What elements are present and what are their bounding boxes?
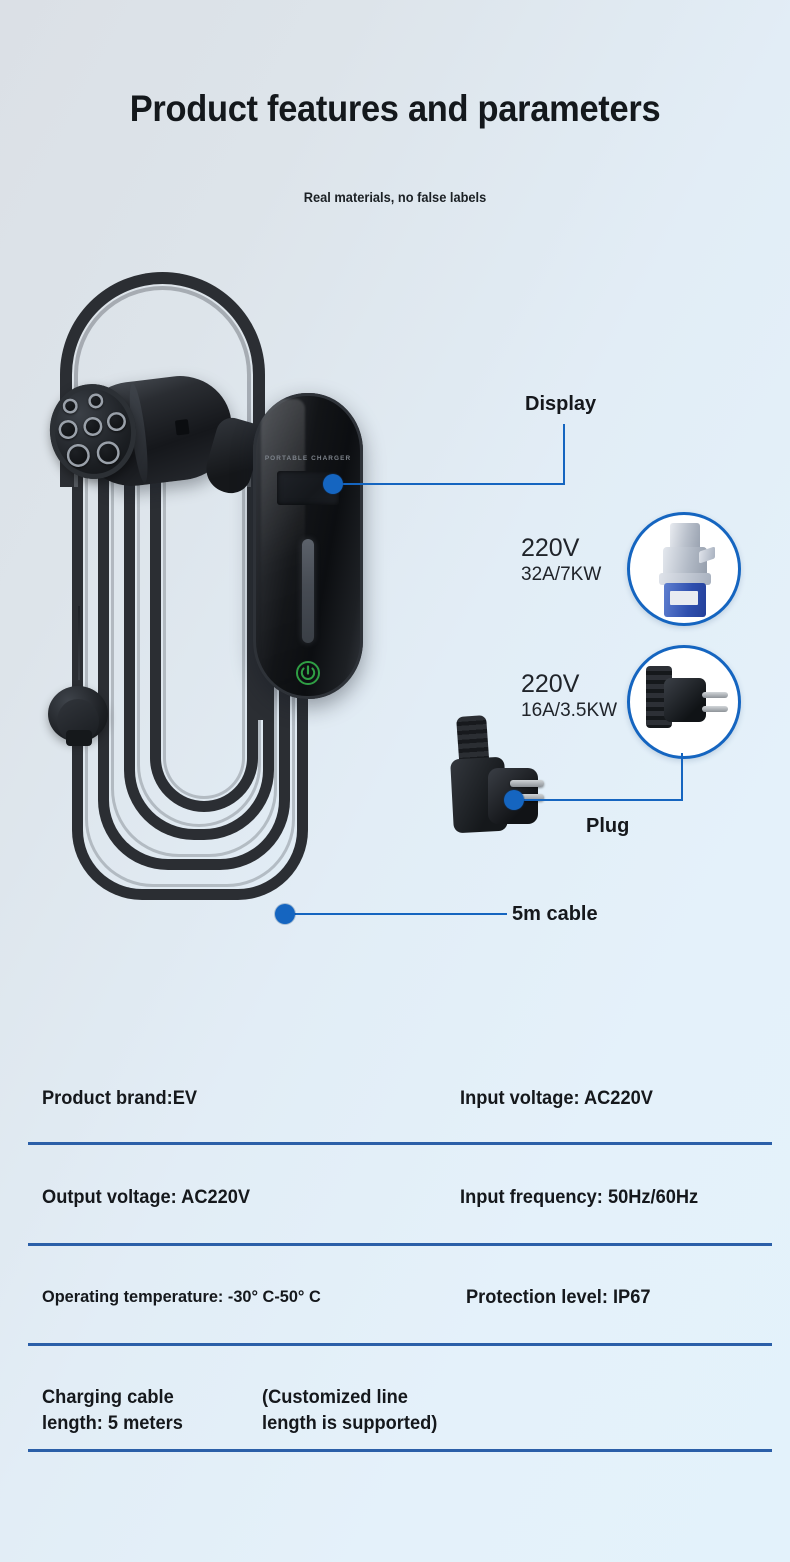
charger-gloss (261, 399, 305, 691)
spec-cell-left: Operating temperature: -30° C-50° C (42, 1287, 321, 1306)
spec-row: Product brand:EV Input voltage: AC220V (0, 1070, 790, 1165)
power-button-icon (294, 659, 322, 687)
rating-value-low: 16A/3.5KW (521, 700, 618, 721)
connector-pin (95, 439, 122, 466)
connector-pin (65, 442, 92, 469)
connector-chip (174, 419, 190, 436)
plug-prong (510, 780, 544, 787)
rating-value-high: 32A/7KW (521, 564, 602, 585)
display-annotation-label: Display (525, 393, 597, 415)
cable-marker-dot (275, 904, 295, 924)
dust-cap (48, 606, 110, 746)
plug-marker-dot (504, 790, 524, 810)
spec-cell-left: Output voltage: AC220V (42, 1187, 251, 1208)
spec-row: Charging cable length: 5 meters (Customi… (0, 1365, 790, 1475)
spec-cell-left: Product brand:EV (42, 1088, 198, 1109)
cee-label-sticker (670, 591, 698, 605)
schuko-prong (702, 706, 728, 712)
spec-cell-left: Charging cable length: 5 meters (42, 1387, 183, 1434)
spec-row: Output voltage: AC220V Input frequency: … (0, 1165, 790, 1265)
spec-cell-right: Input frequency: 50Hz/60Hz (460, 1187, 699, 1208)
spec-divider (28, 1142, 772, 1145)
connector-pin (61, 397, 79, 415)
cee-flange (659, 573, 711, 585)
schuko-graphic (646, 666, 728, 736)
schuko-prong (702, 692, 728, 698)
display-leader-horizontal (333, 483, 565, 485)
spec-cell-right: (Customized line length is supported) (262, 1387, 438, 1434)
cable-leader-horizontal (292, 913, 507, 915)
voltage-value-high: 220V (521, 534, 580, 562)
cable-annotation-label: 5m cable (512, 903, 598, 925)
plug-annotation-label: Plug (586, 815, 630, 837)
connector-pin (87, 392, 105, 410)
spec-220v-32a: 220V 32A/7KW (521, 533, 601, 587)
portable-charger-unit: PORTABLE CHARGER (253, 393, 363, 699)
display-marker-dot (323, 474, 343, 494)
spec-220v-16a: 220V 16A/3.5KW (521, 669, 617, 723)
cee-plug-graphic (657, 523, 715, 617)
connector-pin (57, 418, 79, 441)
charger-light-strip (302, 539, 314, 643)
plug-leader-vertical (681, 753, 683, 801)
spec-divider (28, 1449, 772, 1452)
page-subtitle: Real materials, no false labels (303, 190, 487, 205)
charger-brand-text: PORTABLE CHARGER (264, 455, 352, 462)
spec-row: Operating temperature: -30° C-50° C Prot… (0, 1265, 790, 1365)
spec-cell-right: Protection level: IP67 (466, 1287, 651, 1308)
industrial-cee-plug-icon (627, 512, 741, 626)
spec-cell-right: Input voltage: AC220V (460, 1088, 653, 1109)
voltage-value-low: 220V (521, 670, 580, 698)
schuko-plug (448, 715, 556, 836)
page-title: Product features and parameters (129, 88, 661, 129)
schuko-plug-icon (627, 645, 741, 759)
display-leader-vertical (563, 424, 565, 484)
dust-cap-tab (66, 730, 92, 746)
spec-divider (28, 1243, 772, 1246)
plug-prong (510, 794, 544, 801)
spec-table: Product brand:EV Input voltage: AC220V O… (0, 1070, 790, 1475)
connector-pin (82, 415, 104, 438)
connector-pin (105, 410, 128, 433)
cee-top (670, 523, 700, 549)
cable-loop (150, 456, 258, 812)
product-illustration: PORTABLE CHARGER (0, 250, 560, 970)
plug-leader-horizontal (521, 799, 683, 801)
lanyard (78, 606, 80, 680)
type2-connector (42, 370, 266, 498)
spec-divider (28, 1343, 772, 1346)
schuko-head (664, 678, 706, 722)
